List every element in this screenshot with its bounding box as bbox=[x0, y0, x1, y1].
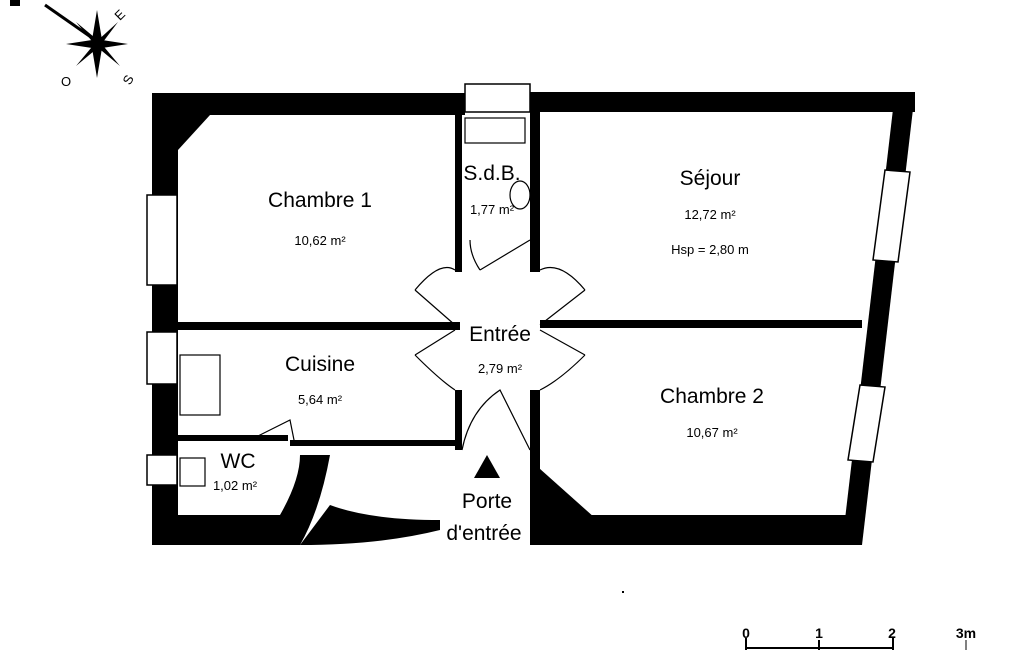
room-area: 1,02 m² bbox=[213, 478, 258, 493]
scale-tick-label: 3m bbox=[956, 625, 976, 641]
compass-rose-icon bbox=[10, 0, 128, 78]
room-height: Hsp = 2,80 m bbox=[671, 242, 749, 257]
compass-south-label: S bbox=[119, 72, 136, 87]
room-area: 5,64 m² bbox=[298, 392, 343, 407]
room-area: 1,77 m² bbox=[470, 202, 515, 217]
room-area: 2,79 m² bbox=[478, 361, 523, 376]
dot bbox=[622, 591, 624, 593]
compass-east-label: E bbox=[111, 6, 128, 23]
room-area: 12,72 m² bbox=[684, 207, 736, 222]
room-name: Chambre 1 bbox=[268, 189, 372, 212]
entrance-label: d'entrée bbox=[446, 522, 521, 545]
room-name: Chambre 2 bbox=[660, 385, 764, 408]
entrance-label: Porte bbox=[462, 490, 512, 513]
scale-tick-label: 2 bbox=[888, 625, 896, 641]
room-area: 10,67 m² bbox=[686, 425, 738, 440]
compass-west-label: O bbox=[61, 74, 71, 89]
windows bbox=[146, 83, 911, 486]
walls bbox=[152, 92, 915, 545]
room-name: Séjour bbox=[680, 167, 741, 190]
doors bbox=[179, 117, 586, 487]
scale-tick-label: 0 bbox=[742, 625, 750, 641]
entrance-arrow-icon bbox=[474, 455, 500, 478]
room-name: Entrée bbox=[469, 323, 531, 346]
scale-tick-label: 1 bbox=[815, 625, 823, 641]
room-name: Cuisine bbox=[285, 353, 355, 376]
scale-bar bbox=[745, 638, 967, 650]
room-name: WC bbox=[221, 450, 256, 473]
room-area: 10,62 m² bbox=[294, 233, 346, 248]
room-name: S.d.B. bbox=[463, 162, 520, 185]
